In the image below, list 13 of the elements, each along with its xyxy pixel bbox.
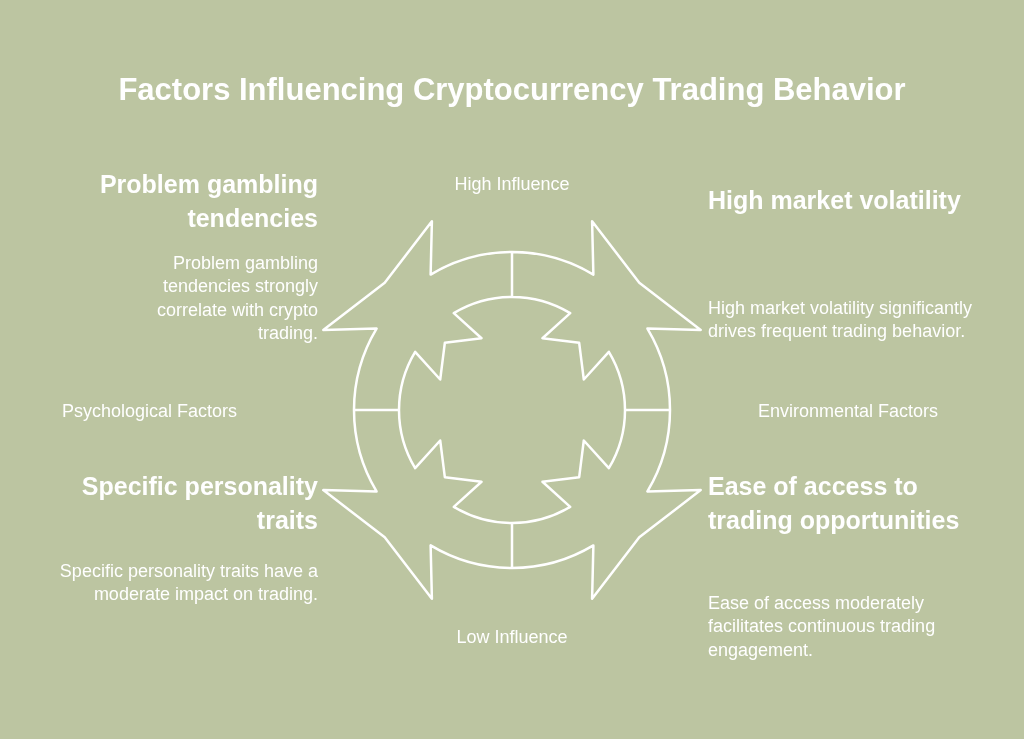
- quadrant-description: High market volatility significantly drives frequent trading behavior.: [708, 297, 974, 344]
- quadrant-heading: High market volatility: [708, 185, 962, 216]
- quadrant-heading: Ease of access to trading opportunities: [708, 471, 961, 536]
- quadrant-description: Problem gambling tendencies strongly correlate with crypto trading.: [155, 252, 318, 346]
- quadrant-description: Specific personality traits have a moderate impact on trading.: [58, 560, 318, 607]
- quadrant-description: Ease of access moderately facilitates continuous trading engagement.: [708, 592, 937, 662]
- axis-label: Low Influence: [455, 626, 569, 649]
- axis-label: Environmental Factors: [758, 400, 939, 423]
- quadrant-heading: Problem gambling tendencies: [98, 169, 318, 234]
- quadrant-heading: Specific personality traits: [80, 471, 318, 536]
- axis-label: High Influence: [453, 173, 571, 196]
- title: Factors Influencing Cryptocurrency Trading Behavior: [117, 72, 907, 108]
- axis-label: Psychological Factors: [62, 400, 238, 423]
